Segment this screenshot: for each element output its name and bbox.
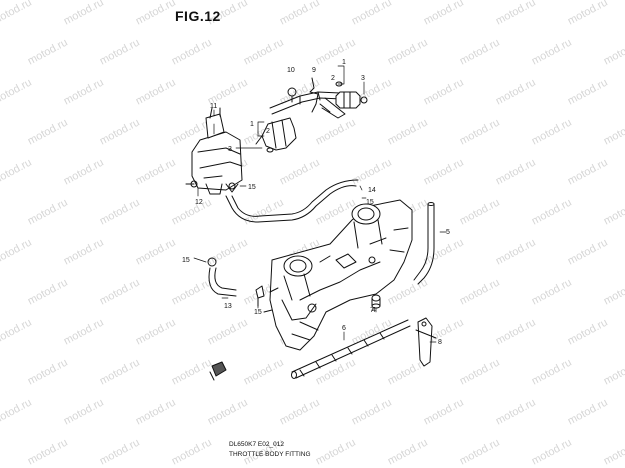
callout-6: 6 — [342, 325, 346, 332]
callout-5: 5 — [446, 229, 450, 236]
throttle-body — [263, 199, 413, 351]
screw-bolt-10 — [287, 87, 297, 97]
callout-labels: 1 2 3 4 5 6 7 8 9 10 11 12 13 14 15 15 1… — [182, 59, 450, 346]
callout-11: 11 — [210, 103, 217, 110]
callout-14: 14 — [368, 187, 376, 194]
callout-1-lower: 1 — [250, 121, 254, 128]
hose-13 — [207, 257, 237, 297]
callout-3-lower: 3 — [228, 146, 232, 153]
idle-speed-control-valve — [185, 107, 243, 195]
hose-5 — [413, 202, 435, 285]
clip-15-lower — [255, 285, 265, 307]
callout-12: 12 — [195, 199, 203, 206]
leader-lines — [193, 65, 447, 343]
hose-14 — [225, 179, 359, 223]
callout-1-upper: 1 — [342, 59, 346, 66]
sensor-8 — [415, 317, 437, 367]
callout-2-upper: 2 — [331, 75, 335, 82]
callout-8: 8 — [438, 339, 442, 346]
callout-15-hose: 15 — [366, 199, 374, 206]
callout-15-valve: 15 — [248, 184, 256, 191]
connector-11 — [209, 361, 227, 381]
callout-15-left: 15 — [182, 257, 190, 264]
callout-15-lower: 15 — [254, 309, 262, 316]
figure-title: FIG.12 — [175, 8, 221, 24]
clamp-15-valve — [228, 182, 236, 190]
figure-caption: THROTTLE BODY FITTING — [229, 451, 311, 458]
figure-code: DL650K7 E02_012 — [229, 441, 284, 448]
fuel-injector-lower — [255, 117, 297, 153]
callout-3-upper: 3 — [361, 75, 365, 82]
callout-7: 7 — [370, 307, 374, 314]
clamp-15 — [207, 257, 217, 267]
callout-13: 13 — [224, 303, 232, 310]
callout-9: 9 — [312, 67, 316, 74]
fuel-injector-upper — [335, 81, 368, 109]
callout-4: 4 — [372, 307, 376, 314]
throttle-shaft-6 — [291, 319, 411, 379]
callout-2-lower: 2 — [266, 128, 270, 135]
callout-10: 10 — [287, 67, 295, 74]
